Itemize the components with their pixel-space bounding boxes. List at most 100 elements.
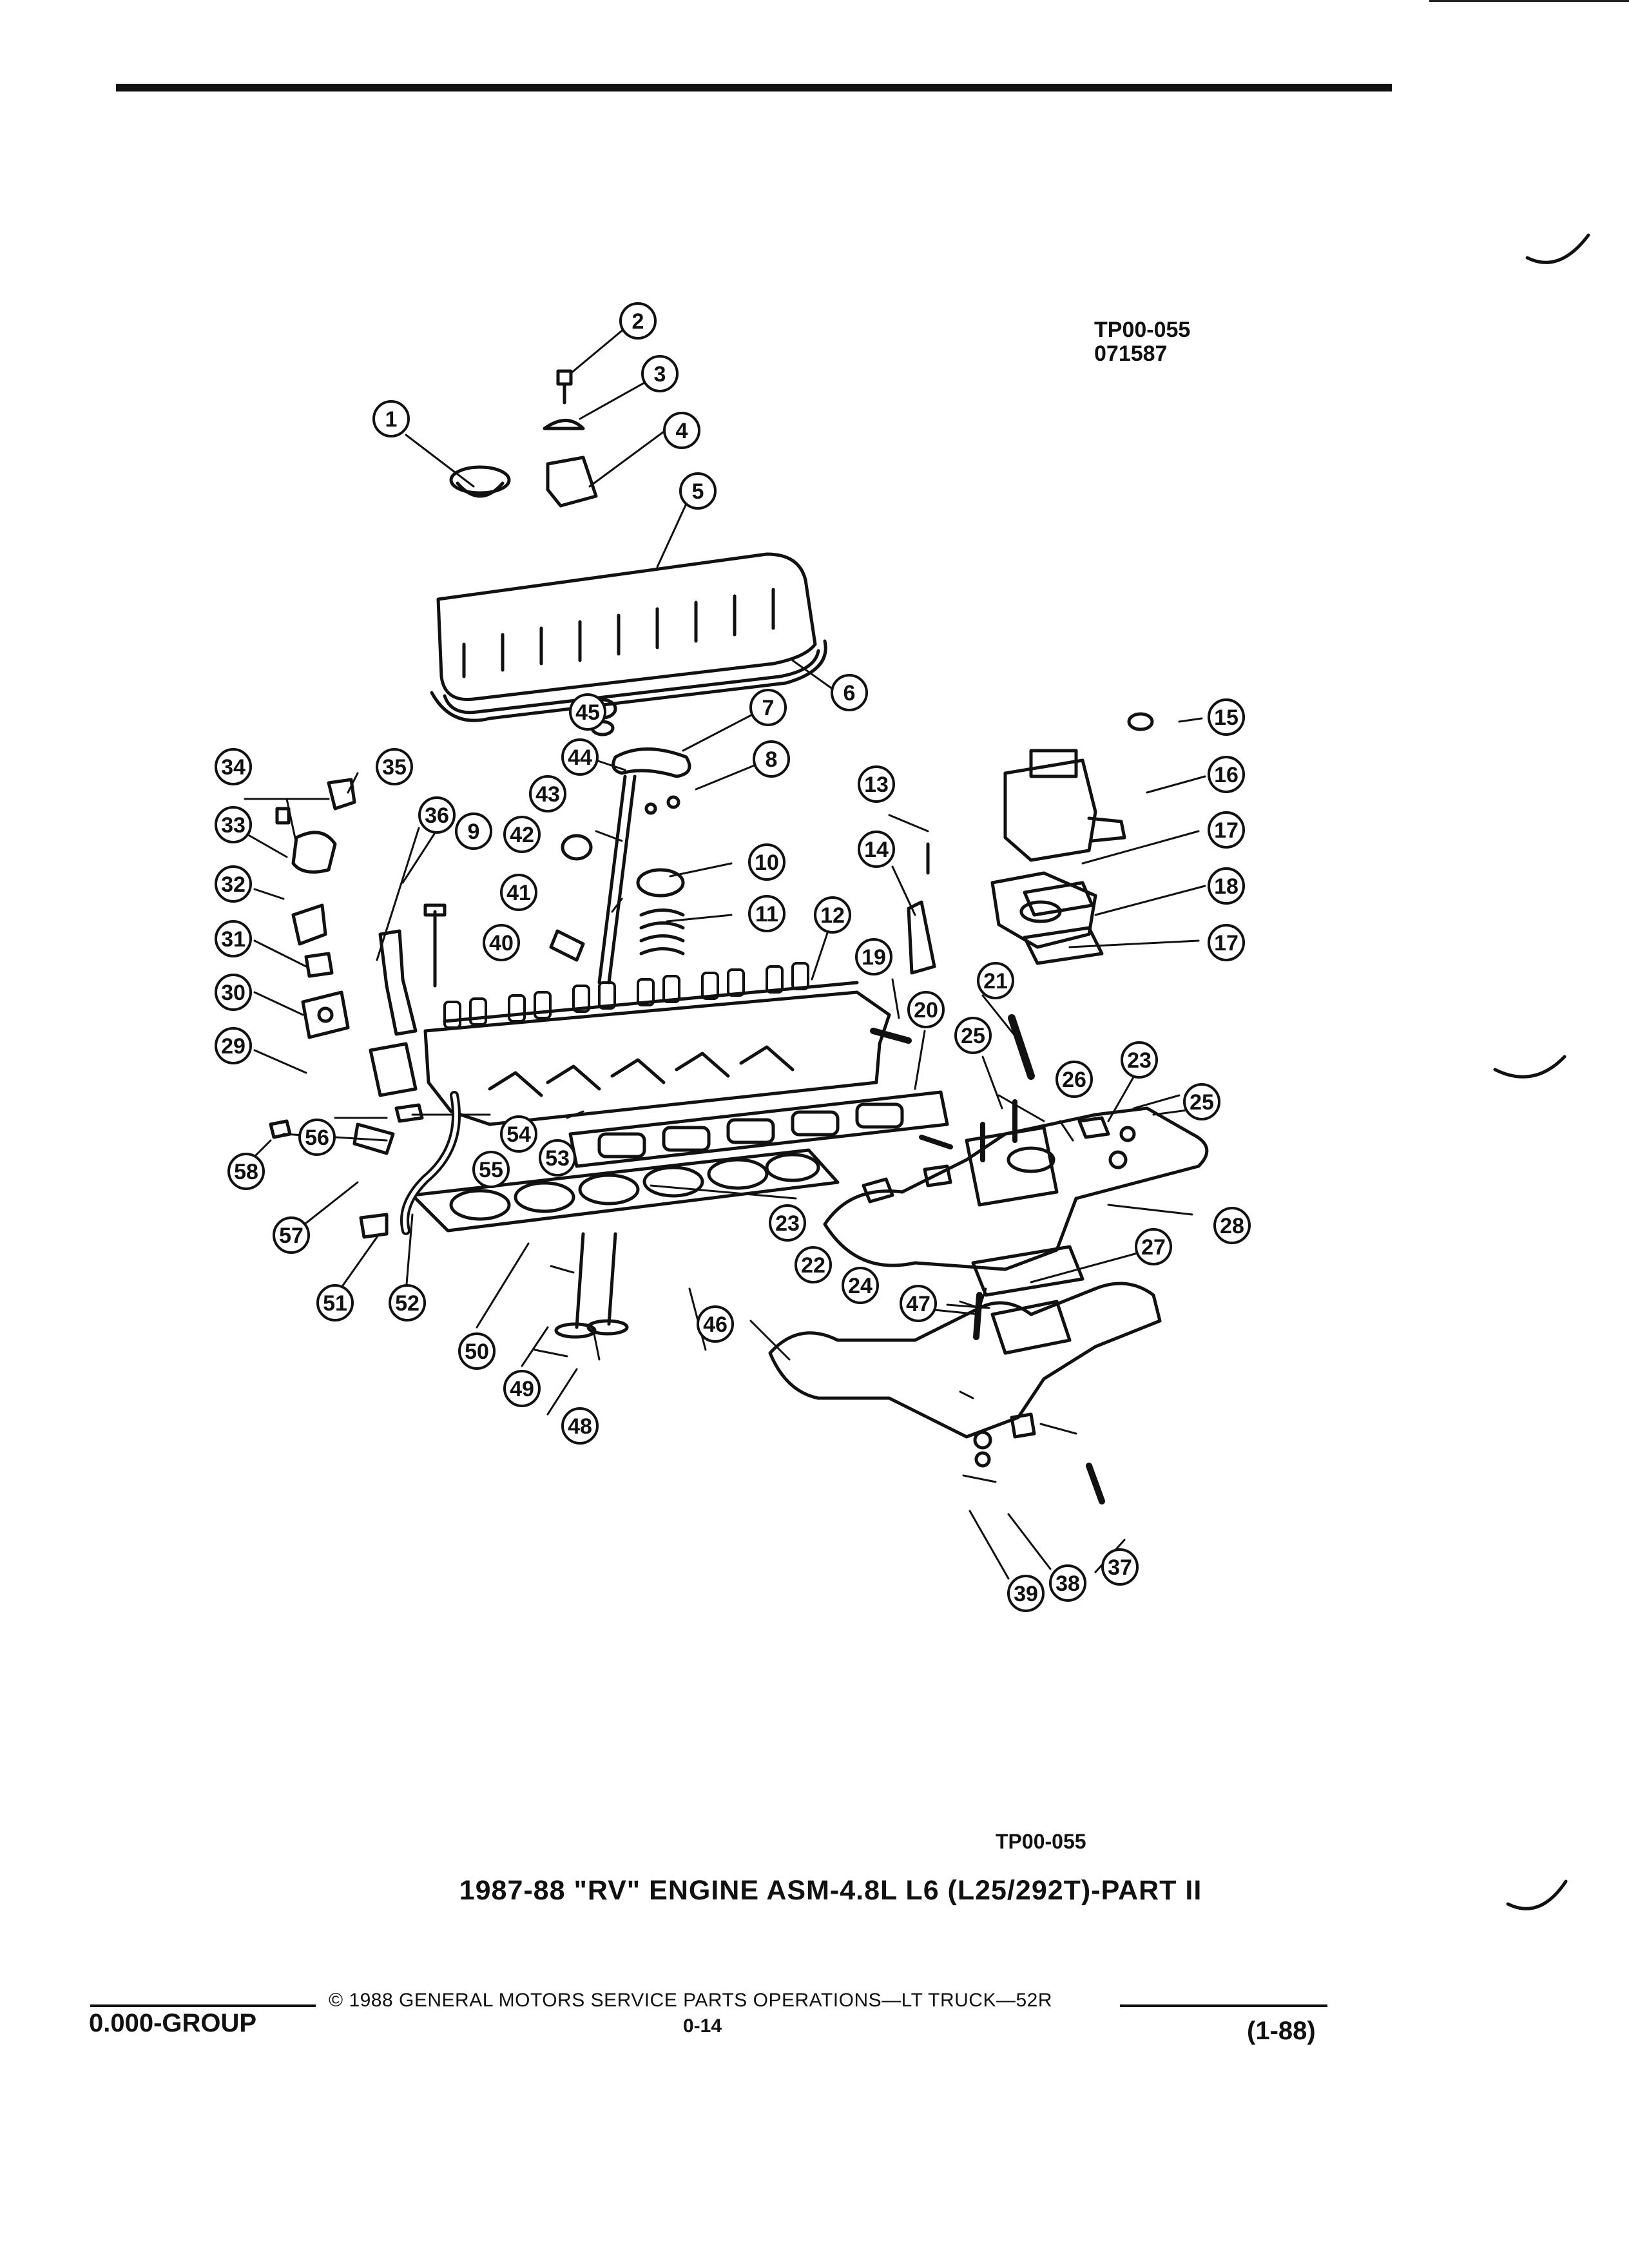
callout-43: 43 (529, 775, 566, 812)
callout-25a: 25 (954, 1017, 992, 1054)
callout-44: 44 (561, 738, 599, 776)
svg-text:14: 14 (864, 838, 889, 862)
callout-2: 2 (619, 302, 657, 340)
svg-text:29: 29 (221, 1034, 246, 1059)
fittings (269, 1103, 424, 1239)
callout-41: 41 (500, 874, 537, 911)
callout-20: 20 (907, 991, 945, 1028)
svg-text:48: 48 (568, 1414, 592, 1439)
oil-filler-cap (449, 465, 511, 498)
svg-text:51: 51 (323, 1291, 347, 1316)
svg-text:35: 35 (382, 755, 407, 780)
callout-21: 21 (977, 962, 1014, 999)
callout-6: 6 (831, 674, 868, 711)
callout-31: 31 (215, 920, 252, 957)
valve-cover-gasket (430, 639, 827, 722)
svg-text:42: 42 (510, 823, 534, 847)
svg-text:39: 39 (1014, 1582, 1038, 1606)
callout-7: 7 (749, 689, 787, 726)
svg-text:54: 54 (506, 1122, 531, 1147)
callout-58: 58 (227, 1153, 265, 1190)
carburetor (1003, 712, 1154, 862)
figure-date-code: 071587 (1094, 341, 1168, 366)
svg-text:31: 31 (221, 927, 246, 952)
cylinder-head (423, 962, 891, 1126)
svg-text:50: 50 (465, 1340, 489, 1364)
svg-text:10: 10 (755, 850, 779, 875)
callout-19: 19 (855, 938, 892, 975)
head-gasket (410, 1148, 840, 1233)
svg-text:24: 24 (848, 1274, 872, 1298)
callout-13: 13 (858, 765, 895, 803)
figure-code-bottom: TP00-055 (996, 1830, 1086, 1853)
callout-34: 34 (215, 748, 252, 785)
svg-text:40: 40 (489, 931, 514, 956)
temperature-sensor (327, 778, 356, 811)
svg-text:17: 17 (1214, 931, 1239, 956)
svg-text:4: 4 (676, 419, 688, 443)
callout-46: 46 (697, 1305, 734, 1343)
manifold-stud (973, 1292, 983, 1340)
svg-text:38: 38 (1055, 1571, 1080, 1596)
copyright-notice: © 1988 GENERAL MOTORS SERVICE PARTS OPER… (329, 1990, 1053, 2011)
callout-25b: 25 (1183, 1083, 1220, 1120)
svg-text:33: 33 (221, 813, 246, 838)
pcv-pipe (1008, 1014, 1035, 1080)
rocker-ball (561, 834, 593, 861)
callout-45: 45 (569, 693, 606, 731)
callout-40: 40 (483, 924, 520, 961)
svg-text:57: 57 (279, 1224, 304, 1248)
svg-text:11: 11 (755, 902, 778, 927)
page-number: 0-14 (683, 2015, 722, 2037)
corner-rule (1429, 0, 1629, 2)
svg-text:28: 28 (1220, 1214, 1244, 1238)
callout-28: 28 (1213, 1207, 1251, 1244)
callout-15: 15 (1208, 698, 1245, 736)
svg-text:8: 8 (766, 747, 778, 772)
callout-39: 39 (1007, 1575, 1045, 1612)
callout-16: 16 (1208, 756, 1245, 793)
svg-text:19: 19 (862, 945, 886, 970)
callout-50: 50 (458, 1332, 496, 1370)
head-bolt-and-bracket (378, 903, 447, 1036)
svg-text:53: 53 (545, 1146, 570, 1171)
valves (554, 1232, 629, 1339)
callouts: 1 2 3 4 5 6 7 8 9 10 11 12 13 14 15 16 1… (215, 302, 1251, 1612)
svg-text:15: 15 (1214, 706, 1239, 730)
svg-text:2: 2 (632, 309, 644, 334)
svg-text:20: 20 (914, 998, 938, 1023)
callout-24: 24 (842, 1267, 879, 1304)
svg-text:22: 22 (801, 1253, 825, 1278)
callout-37: 37 (1101, 1548, 1139, 1586)
pushrod (597, 774, 627, 985)
svg-text:43: 43 (535, 782, 560, 807)
callout-42: 42 (503, 816, 541, 853)
callout-17a: 17 (1208, 811, 1245, 849)
svg-text:23: 23 (1127, 1048, 1152, 1073)
svg-text:6: 6 (843, 681, 856, 706)
callout-57: 57 (273, 1216, 310, 1254)
svg-text:7: 7 (762, 696, 775, 720)
svg-text:21: 21 (983, 969, 1008, 994)
callout-38: 38 (1049, 1564, 1086, 1602)
svg-text:17: 17 (1214, 818, 1239, 843)
callout-26: 26 (1055, 1061, 1093, 1098)
callout-30: 30 (215, 974, 252, 1011)
svg-text:12: 12 (820, 903, 845, 928)
intake-manifold (823, 1106, 1209, 1271)
svg-text:37: 37 (1108, 1555, 1132, 1580)
callout-35: 35 (376, 748, 413, 785)
svg-text:5: 5 (692, 479, 704, 504)
svg-text:36: 36 (425, 803, 449, 828)
svg-text:41: 41 (506, 881, 531, 905)
bracket-hardware (543, 369, 598, 508)
svg-text:30: 30 (221, 981, 246, 1005)
callout-27: 27 (1135, 1228, 1172, 1265)
svg-text:49: 49 (510, 1377, 534, 1401)
exhaust-manifold (768, 1282, 1162, 1439)
svg-text:25: 25 (1190, 1090, 1214, 1115)
callout-53: 53 (539, 1139, 576, 1177)
callout-4: 4 (663, 412, 700, 449)
callout-14: 14 (858, 831, 895, 868)
svg-text:44: 44 (568, 745, 592, 770)
